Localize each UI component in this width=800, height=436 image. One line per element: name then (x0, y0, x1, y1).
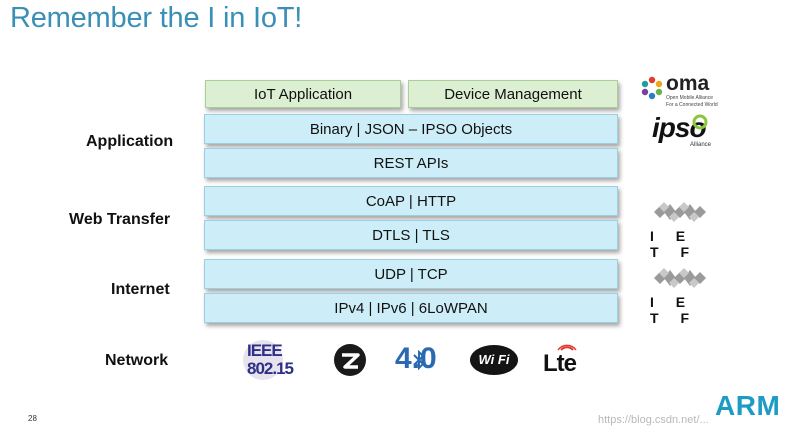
oma-tagline-2: For a Connected World (666, 102, 718, 108)
box-rest-apis: REST APIs (204, 148, 618, 178)
ietf-wordmark: I E T F (650, 294, 698, 326)
wifi-wordmark: Wi Fi (478, 352, 510, 367)
lte-wordmark: Lte (543, 350, 577, 377)
ieee-wordmark: IEEE (247, 341, 283, 360)
box-device-management: Device Management (408, 80, 618, 108)
box-dtls-tls: DTLS | TLS (204, 220, 618, 250)
layer-label-network: Network (105, 352, 169, 369)
page-number: 28 (28, 414, 37, 423)
zigbee-icon (334, 344, 366, 376)
ietf-wordmark: I E T F (650, 228, 698, 260)
layer-label-internet: Internet (111, 281, 170, 298)
ipso-logo: ipso Alliance (652, 112, 716, 148)
oma-tagline: Open Mobile Alliance (666, 95, 713, 101)
layer-label-application: Application (86, 133, 174, 150)
box-udp-tcp: UDP | TCP (204, 259, 618, 289)
box-binary-json-ipso: Binary | JSON – IPSO Objects (204, 114, 618, 144)
oma-ring-icon (641, 76, 663, 100)
oma-wordmark: oma (666, 72, 710, 95)
ieee-802-15-logo: IEEE 802.15 (243, 340, 307, 380)
box-coap-http: CoAP | HTTP (204, 186, 618, 216)
bluetooth-icon (413, 350, 425, 370)
box-iot-application: IoT Application (205, 80, 401, 108)
bluetooth-version-text: 4.0 (395, 342, 437, 375)
lte-logo: Lte (541, 338, 585, 380)
ietf-logo-internet: I E T F (648, 266, 724, 326)
slide-title: Remember the I in IoT! (10, 2, 303, 34)
arm-logo: ARM (715, 390, 781, 421)
ipso-accent-icon (692, 114, 708, 130)
ietf-logo-web-transfer: I E T F (648, 200, 724, 260)
ieee-802-15-text: 802.15 (247, 359, 294, 378)
ipso-alliance-text: Alliance (690, 142, 712, 148)
watermark-text: https://blog.csdn.net/... (598, 414, 709, 426)
box-ipv4-ipv6-6lowpan: IPv4 | IPv6 | 6LoWPAN (204, 293, 618, 323)
bluetooth-4-logo: 4.0 (395, 342, 443, 378)
wifi-logo: Wi Fi (470, 345, 518, 375)
lte-signal-icon (557, 344, 577, 351)
oma-logo: oma Open Mobile Alliance For a Connected… (640, 72, 720, 110)
layer-label-web-transfer: Web Transfer (69, 211, 171, 228)
ietf-diamond-icon (654, 268, 706, 288)
ietf-diamond-icon (654, 202, 706, 222)
